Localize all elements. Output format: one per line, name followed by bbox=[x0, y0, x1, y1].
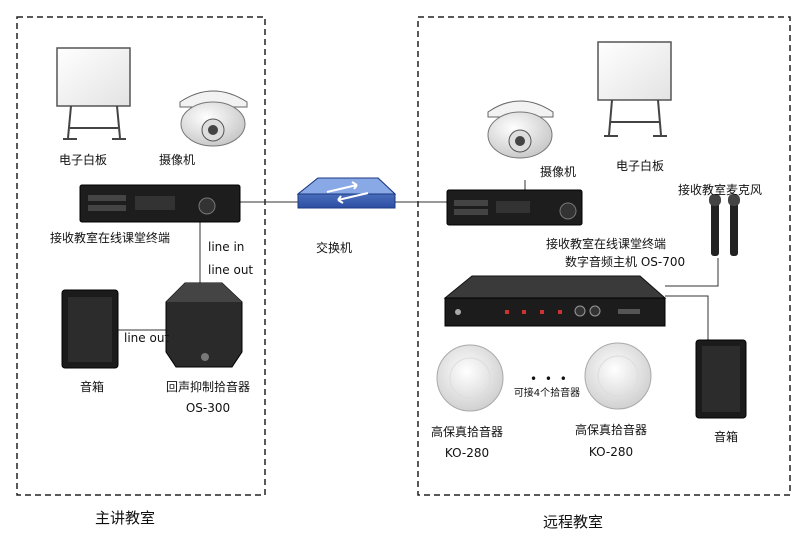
remote-classroom-title: 远程教室 bbox=[542, 513, 604, 531]
speaker-right-icon bbox=[695, 339, 747, 419]
main-classroom-boundary bbox=[16, 16, 266, 496]
terminal-right-label: 接收教室在线课堂终端 bbox=[546, 237, 667, 251]
switch-icon bbox=[296, 177, 397, 209]
line-in-label: line in bbox=[208, 240, 245, 254]
audio-host-label: 数字音频主机 OS-700 bbox=[565, 255, 686, 269]
ellipsis-dots: • • • bbox=[530, 372, 569, 386]
audio-host-icon bbox=[443, 275, 667, 327]
wireless-mic-icon bbox=[709, 194, 740, 256]
connection-lines bbox=[118, 180, 719, 340]
echo-mic-label: 回声抑制拾音器 bbox=[165, 380, 251, 394]
whiteboard-right-icon bbox=[597, 41, 672, 137]
echo-mic-icon bbox=[165, 282, 243, 368]
pickup-mic-1-model: KO-280 bbox=[444, 446, 490, 460]
speaker-right-label: 音箱 bbox=[713, 430, 739, 444]
terminal-left-label: 接收教室在线课堂终端 bbox=[50, 231, 171, 245]
camera-right-label: 摄像机 bbox=[539, 165, 577, 179]
dome-camera-right-icon bbox=[487, 100, 554, 159]
terminal-right-icon bbox=[446, 189, 583, 226]
main-classroom-title: 主讲教室 bbox=[94, 509, 156, 527]
speaker-left-icon bbox=[61, 289, 119, 369]
line-out-top-label: line out bbox=[208, 263, 254, 277]
pickup-mic-1-label: 高保真拾音器 bbox=[430, 425, 504, 439]
mic-right-label: 接收教室麦克风 bbox=[678, 183, 763, 197]
echo-mic-model: OS-300 bbox=[185, 401, 231, 415]
speaker-left-label: 音箱 bbox=[79, 380, 105, 394]
pickup-note-label: 可接4个拾音器 bbox=[513, 388, 581, 399]
line-out-left-label: line out bbox=[124, 331, 170, 345]
pickup-mic-1-icon bbox=[436, 344, 504, 412]
dome-camera-left-icon bbox=[179, 90, 248, 147]
pickup-mic-2-model: KO-280 bbox=[588, 445, 634, 459]
whiteboard-right-label: 电子白板 bbox=[615, 159, 665, 173]
camera-left-label: 摄像机 bbox=[158, 153, 196, 167]
switch-label: 交换机 bbox=[315, 241, 353, 255]
whiteboard-left-label: 电子白板 bbox=[58, 153, 108, 167]
remote-classroom-boundary bbox=[417, 16, 791, 496]
terminal-left-icon bbox=[79, 184, 241, 223]
pickup-mic-2-icon bbox=[584, 342, 652, 410]
pickup-mic-2-label: 高保真拾音器 bbox=[574, 423, 648, 437]
whiteboard-left-icon bbox=[56, 47, 131, 140]
